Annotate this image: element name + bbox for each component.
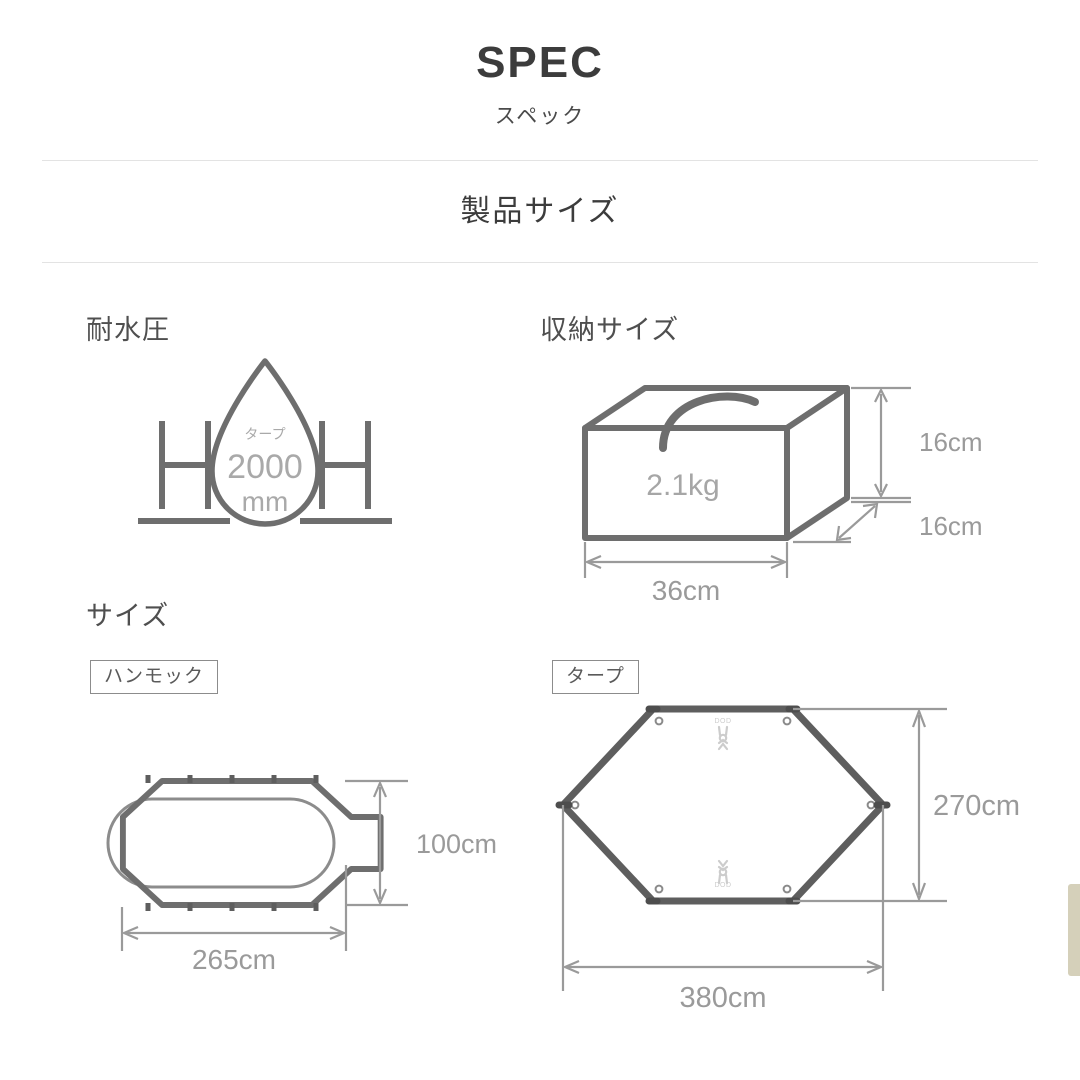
storage-size-heading: 収納サイズ (540, 315, 680, 345)
section-title: 製品サイズ (460, 195, 620, 228)
size-heading: サイズ (86, 601, 170, 631)
drop-value: 2000 (227, 448, 303, 486)
divider-top (42, 160, 1038, 161)
storage-width-label: 36cm (652, 575, 720, 600)
svg-text:DOD: DOD (714, 882, 731, 889)
storage-size-figure: 2.1kg 16cm 16cm (575, 350, 995, 600)
hammock-width-label: 265cm (192, 944, 276, 975)
tarp-width-label: 380cm (679, 982, 766, 1014)
hammock-height-label: 100cm (416, 829, 497, 859)
tag-hammock: ハンモック (90, 660, 219, 694)
drop-label: タープ (244, 426, 285, 442)
water-resistance-heading: 耐水圧 (86, 315, 170, 345)
dod-rabbit-logo: DOD (714, 718, 731, 751)
tag-tarp: タープ (552, 660, 639, 694)
divider-bottom (42, 262, 1038, 263)
edge-scroll-indicator[interactable] (1068, 884, 1080, 976)
page-subtitle: スペック (494, 105, 586, 128)
storage-depth-label: 16cm (919, 511, 983, 541)
water-resistance-figure: タープ 2000 mm (120, 345, 410, 565)
svg-text:DOD: DOD (714, 718, 731, 725)
drop-unit: mm (242, 486, 289, 517)
hammock-figure: 100cm 265cm (100, 755, 500, 975)
hammock-outline-icon: 100cm 265cm (106, 775, 497, 975)
tarp-figure: DOD DOD (535, 685, 1035, 1045)
storage-height-label: 16cm (919, 427, 983, 457)
hexagonal-tarp-icon: DOD DOD (555, 705, 1020, 1014)
storage-weight-label: 2.1kg (646, 469, 719, 502)
water-drop-h2o-icon: タープ 2000 mm (138, 358, 392, 527)
page-title: SPEC (476, 38, 604, 87)
carry-bag-icon: 2.1kg 16cm 16cm (582, 385, 983, 600)
tarp-height-label: 270cm (933, 790, 1020, 822)
dod-rabbit-logo-bottom: DOD (714, 859, 731, 889)
